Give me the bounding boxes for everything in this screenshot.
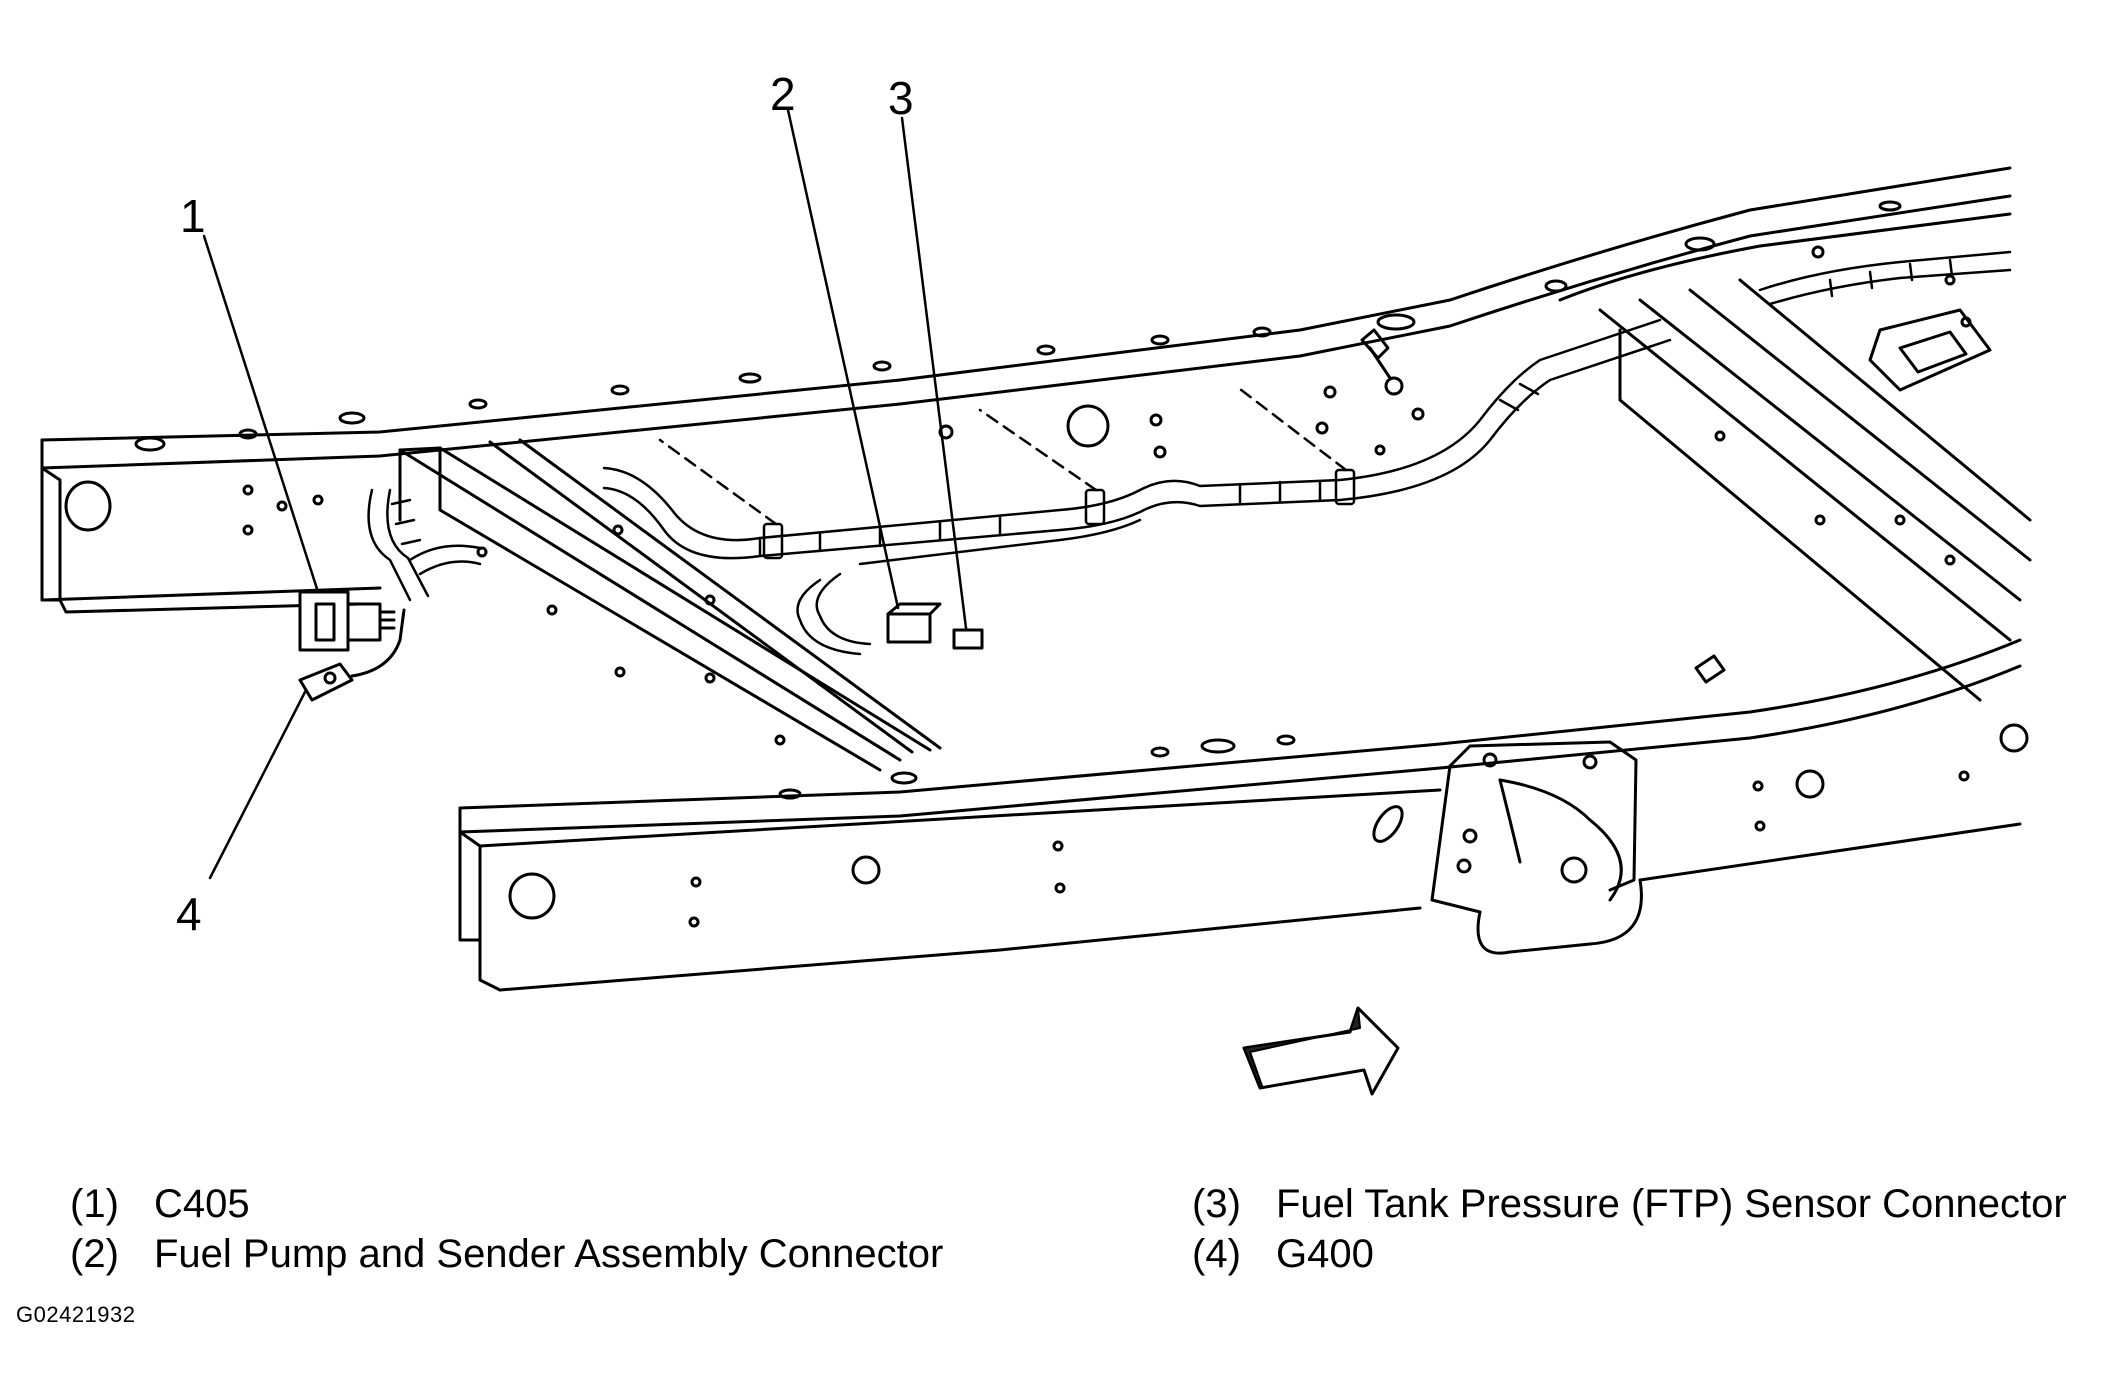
legend-text: Fuel Pump and Sender Assembly Connector [154, 1232, 944, 1276]
legend-item-4: (4) G400 [1192, 1234, 1374, 1274]
callout-3: 3 [888, 72, 914, 124]
leader-line-2 [786, 108, 900, 610]
g400-ground-terminal [298, 608, 406, 702]
legend-item-2: (2) Fuel Pump and Sender Assembly Connect… [70, 1234, 943, 1274]
callout-4: 4 [176, 888, 202, 940]
legend-number: (4) [1192, 1232, 1241, 1276]
c405-connector [298, 590, 396, 652]
figure-id: G02421932 [16, 1302, 136, 1327]
upper-frame-rail [40, 166, 2012, 684]
legend-item-1: (1) C405 [70, 1184, 250, 1224]
callout-2: 2 [770, 68, 796, 120]
cross-member-front [398, 438, 942, 772]
leader-lines [202, 108, 968, 880]
leader-line-1 [202, 234, 320, 594]
callout-1: 1 [180, 190, 206, 242]
legend-number: (1) [70, 1182, 119, 1226]
cross-member-rear [1598, 278, 2032, 702]
legend-number: (2) [70, 1232, 119, 1276]
leader-line-4 [208, 688, 308, 880]
leader-line-3 [900, 116, 968, 630]
ftp-sensor-connector [952, 628, 984, 650]
legend-number: (3) [1192, 1182, 1241, 1226]
legend-text: Fuel Tank Pressure (FTP) Sensor Connecto… [1276, 1182, 2067, 1226]
lower-frame-rail [458, 638, 2029, 992]
forward-arrow-icon [1242, 1006, 1400, 1096]
spring-hanger-bracket [1430, 740, 1643, 955]
legend-text: G400 [1276, 1232, 1374, 1276]
legend-item-3: (3) Fuel Tank Pressure (FTP) Sensor Conne… [1192, 1184, 2067, 1224]
wire-harness [367, 250, 2012, 656]
fuel-pump-connector [886, 602, 942, 644]
legend-text: C405 [154, 1182, 250, 1226]
